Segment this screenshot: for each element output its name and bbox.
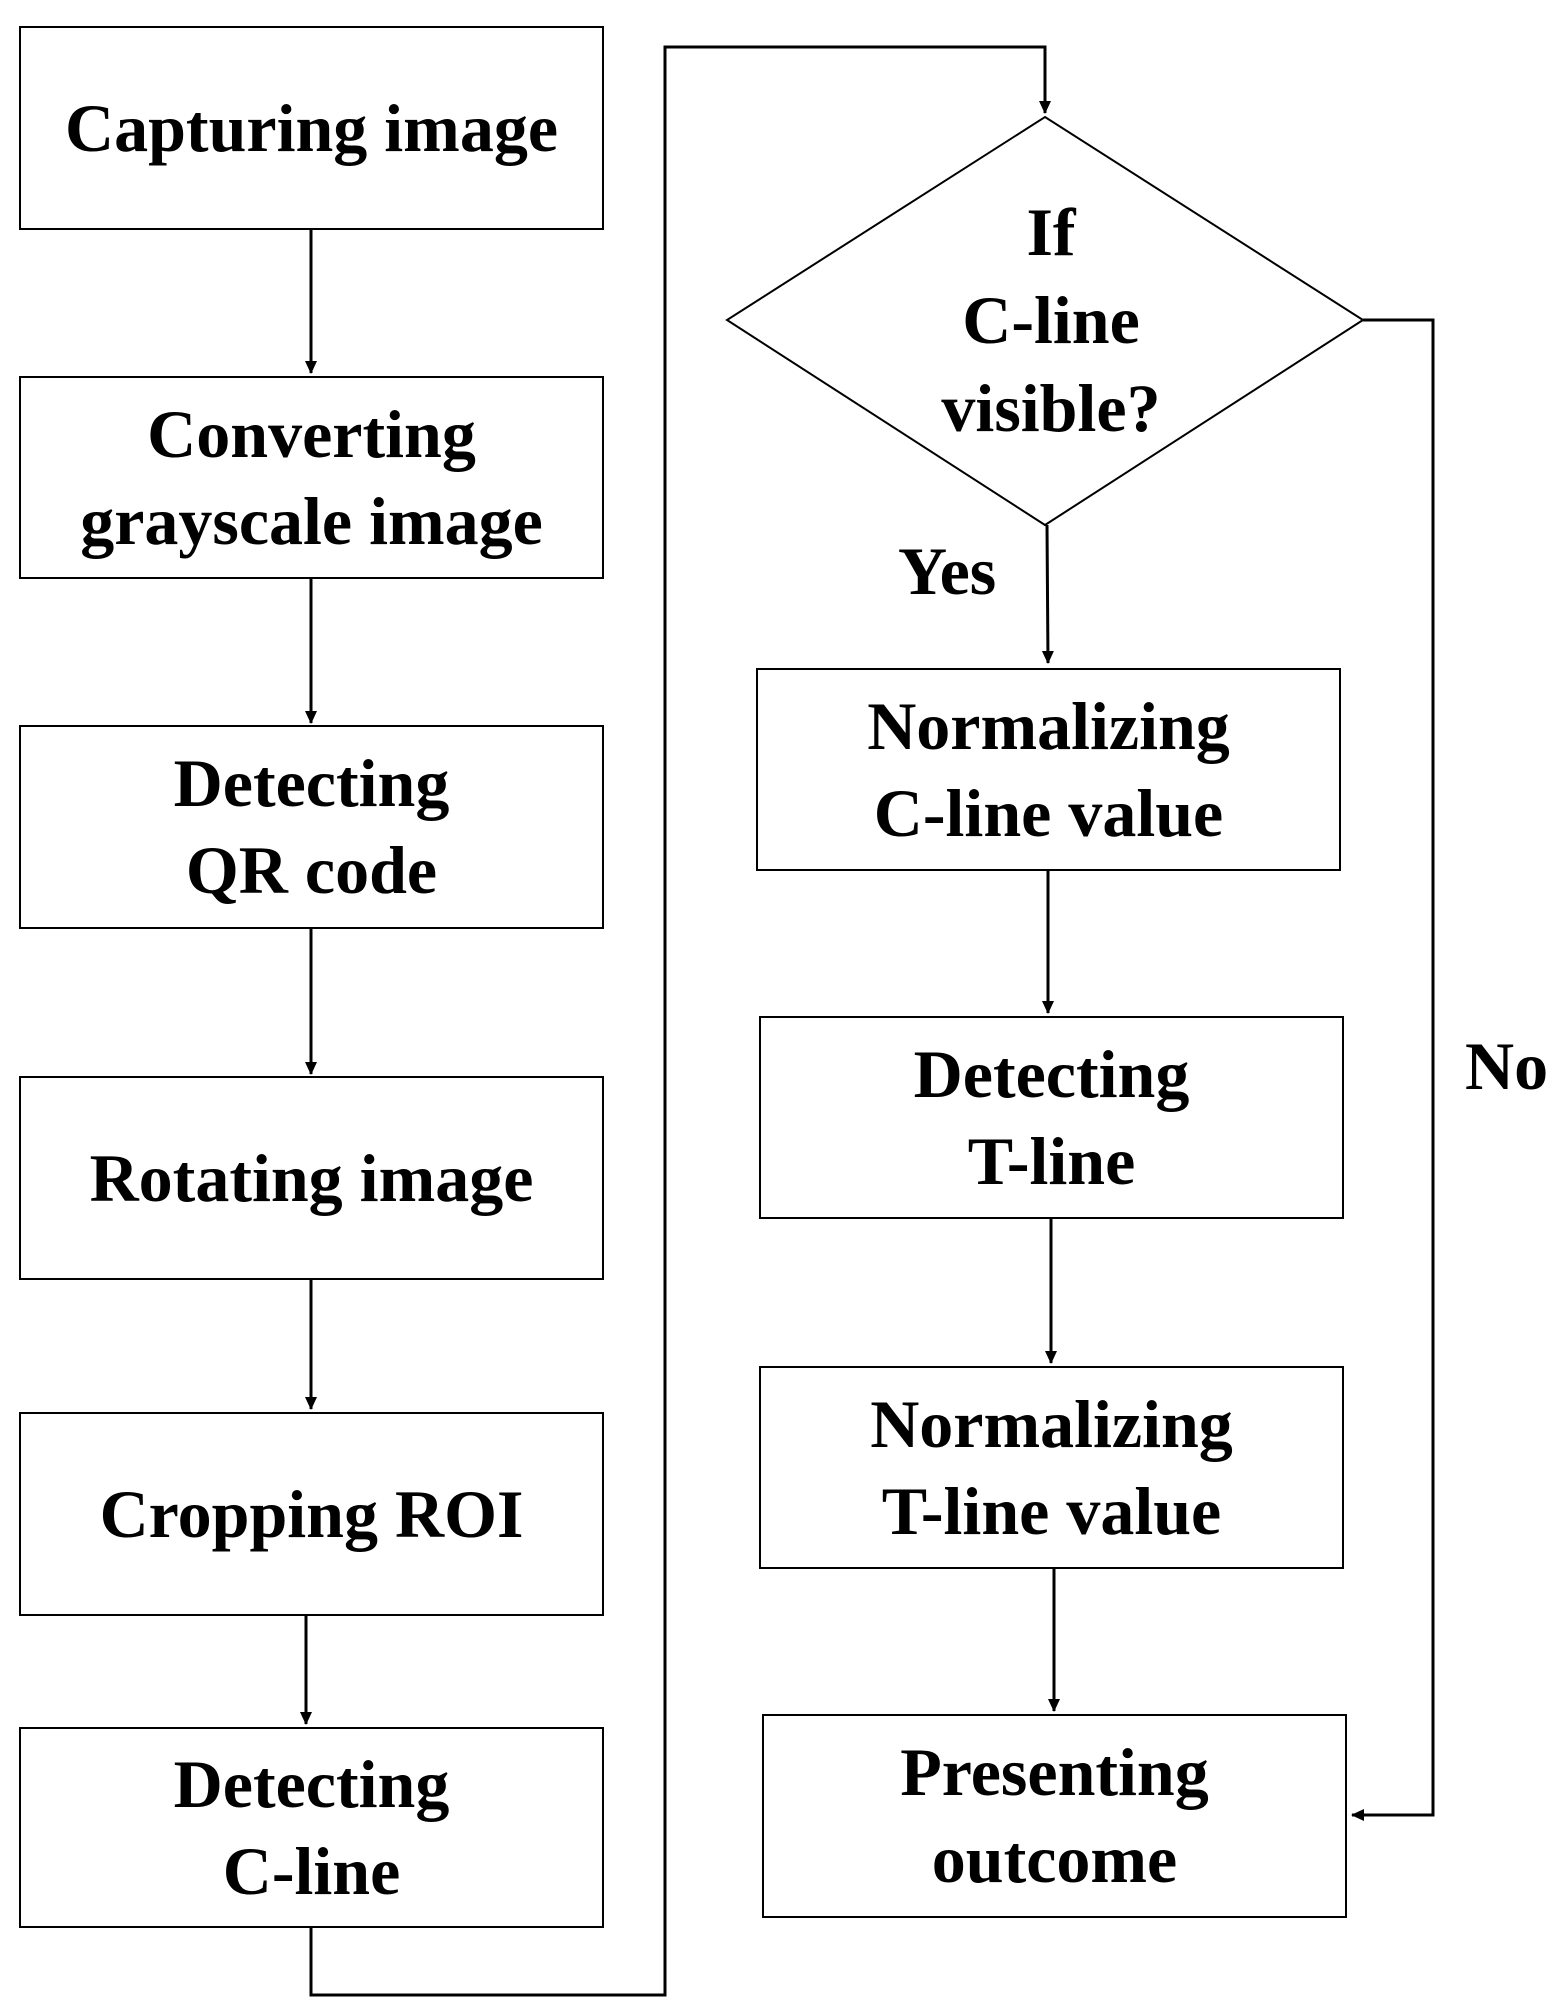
step-detecting-qr-code-line-1: Detecting (173, 745, 450, 821)
step-detecting-t-line-line-1: Detecting (913, 1035, 1190, 1112)
step-detecting-t-line-line-2: T-line (967, 1122, 1136, 1199)
step-detecting-c-line-line-1: Detecting (173, 1745, 450, 1822)
step-capturing-image-line: Capturing image (65, 89, 558, 166)
step-normalizing-c-line-line-2: C-line value (873, 774, 1224, 851)
step-presenting-outcome-line-2: outcome (931, 1821, 1178, 1897)
step-detecting-qr-code-line-2: QR code (185, 832, 438, 908)
decision-label-line-3: visible? (941, 370, 1161, 446)
step-presenting-outcome-line-1: Presenting (900, 1734, 1209, 1810)
step-normalizing-c-line: Normalizing C-line value (756, 668, 1341, 871)
step-normalizing-c-line-line-1: Normalizing (867, 687, 1230, 764)
step-cropping-roi: Cropping ROI (19, 1412, 604, 1616)
arrow-cline-to-decision (309, 45, 1051, 1997)
decision-label-line-2: C-line (962, 282, 1140, 358)
step-detecting-t-line: Detecting T-line (759, 1016, 1344, 1219)
decision-label-line-1: If (1026, 194, 1076, 270)
step-normalizing-t-line: Normalizing T-line value (759, 1366, 1344, 1569)
step-converting-grayscale: Converting grayscale image (19, 376, 604, 579)
step-converting-grayscale-line-2: grayscale image (80, 482, 543, 559)
step-detecting-qr-code: Detecting QR code (19, 725, 604, 929)
arrow-decision-no (1351, 318, 1435, 1821)
step-detecting-c-line-line-2: C-line (222, 1832, 401, 1909)
step-converting-grayscale-line-1: Converting (147, 395, 476, 472)
step-cropping-roi-line: Cropping ROI (99, 1475, 524, 1552)
step-normalizing-t-line-line-1: Normalizing (870, 1385, 1233, 1462)
step-rotating-image: Rotating image (19, 1076, 604, 1280)
yes-label: Yes (898, 533, 997, 609)
step-normalizing-t-line-line-2: T-line value (881, 1472, 1222, 1549)
step-presenting-outcome: Presenting outcome (762, 1714, 1347, 1918)
no-label: No (1465, 1028, 1549, 1104)
decision-diamond (725, 115, 1365, 527)
arrow-decision-yes (1041, 524, 1054, 664)
step-rotating-image-line: Rotating image (89, 1139, 534, 1216)
decision-label: If C-line visible? (831, 188, 1271, 452)
step-detecting-c-line: Detecting C-line (19, 1727, 604, 1928)
step-capturing-image: Capturing image (19, 26, 604, 230)
